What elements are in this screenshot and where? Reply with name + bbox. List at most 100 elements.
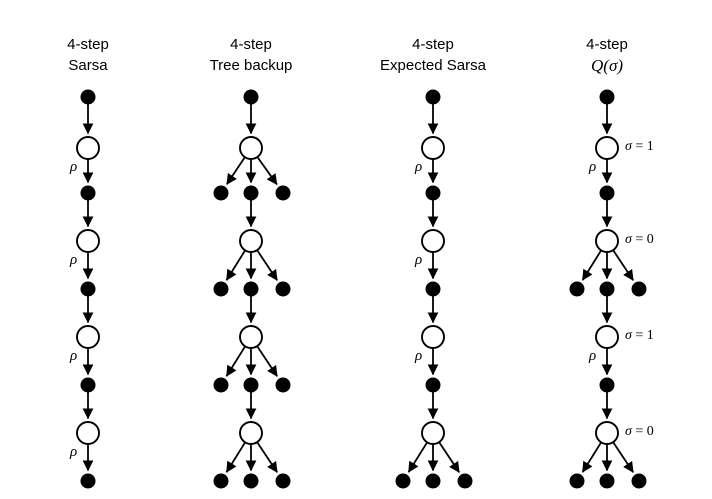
- sigma-value: = 1: [631, 328, 654, 343]
- state-node-sarsa-4: [80, 281, 96, 297]
- column-title-line1: 4-step: [412, 36, 454, 53]
- edge-branch-tree-backup-7-0: [225, 441, 246, 473]
- nodes-layer: [76, 89, 647, 489]
- state-node-tree-backup-branch-1-0: [213, 185, 229, 201]
- column-title-line2: Expected Sarsa: [380, 57, 486, 74]
- action-node-sarsa-1: [76, 136, 100, 160]
- rho-label-q-sigma-5: ρ: [589, 348, 597, 364]
- state-node-sarsa-6: [80, 377, 96, 393]
- state-node-tree-backup-branch-5-2: [275, 377, 291, 393]
- edge-branch-expected-sarsa-7-0: [407, 441, 428, 473]
- sigma-symbol: σ: [625, 139, 632, 154]
- state-node-tree-backup-2: [243, 185, 259, 201]
- state-node-tree-backup-branch-3-0: [213, 281, 229, 297]
- state-node-q-sigma-branch-3-2: [631, 281, 647, 297]
- rho-label-sarsa-3: ρ: [70, 252, 78, 268]
- state-node-tree-backup-branch-5-0: [213, 377, 229, 393]
- state-node-sarsa-0: [80, 89, 96, 105]
- state-node-expected-sarsa-2: [425, 185, 441, 201]
- state-node-q-sigma-branch-3-0: [569, 281, 585, 297]
- state-node-expected-sarsa-0: [425, 89, 441, 105]
- sigma-label-q-sigma-7: σ = 0: [625, 424, 654, 440]
- sigma-symbol: σ: [625, 424, 632, 439]
- action-node-sarsa-7: [76, 421, 100, 445]
- edge-branch-q-sigma-7-0: [581, 441, 602, 473]
- state-node-expected-sarsa-branch-7-0: [395, 473, 411, 489]
- edge-branch-q-sigma-7-2: [612, 441, 634, 473]
- action-node-tree-backup-5: [239, 325, 263, 349]
- state-node-tree-backup-branch-3-2: [275, 281, 291, 297]
- edge-branch-tree-backup-5-0: [225, 345, 246, 377]
- edges-layer: [82, 104, 634, 473]
- sigma-value: = 1: [631, 139, 654, 154]
- column-title-line1: 4-step: [230, 36, 272, 53]
- action-node-expected-sarsa-1: [421, 136, 445, 160]
- rho-label-expected-sarsa-5: ρ: [415, 348, 423, 364]
- rho-label-sarsa-1: ρ: [70, 159, 78, 175]
- edge-branch-expected-sarsa-7-2: [438, 441, 460, 473]
- rho-label-sarsa-5: ρ: [70, 348, 78, 364]
- rho-label-expected-sarsa-1: ρ: [415, 159, 423, 175]
- action-node-tree-backup-1: [239, 136, 263, 160]
- state-node-tree-backup-6: [243, 377, 259, 393]
- rho-label-q-sigma-1: ρ: [589, 159, 597, 175]
- sigma-label-q-sigma-5: σ = 1: [625, 328, 654, 344]
- state-node-tree-backup-branch-1-2: [275, 185, 291, 201]
- rho-label-sarsa-7: ρ: [70, 444, 78, 460]
- state-node-sarsa-2: [80, 185, 96, 201]
- state-node-tree-backup-0: [243, 89, 259, 105]
- column-title-line2: Q(σ): [591, 56, 623, 75]
- state-node-q-sigma-2: [599, 185, 615, 201]
- action-node-expected-sarsa-3: [421, 229, 445, 253]
- action-node-tree-backup-3: [239, 229, 263, 253]
- state-node-q-sigma-branch-7-0: [569, 473, 585, 489]
- state-node-q-sigma-0: [599, 89, 615, 105]
- edge-branch-tree-backup-3-2: [256, 249, 278, 281]
- state-node-expected-sarsa-8: [425, 473, 441, 489]
- action-node-tree-backup-7: [239, 421, 263, 445]
- sigma-symbol: σ: [625, 232, 632, 247]
- sigma-value: = 0: [631, 424, 654, 439]
- column-title-line2: Sarsa: [68, 57, 108, 74]
- column-title-line2: Tree backup: [209, 57, 293, 74]
- edge-branch-q-sigma-3-0: [581, 249, 602, 281]
- action-node-q-sigma-5: [595, 325, 619, 349]
- action-node-sarsa-3: [76, 229, 100, 253]
- edge-branch-tree-backup-5-2: [256, 345, 278, 377]
- column-title-line1: 4-step: [586, 36, 628, 53]
- edge-branch-tree-backup-1-2: [256, 156, 278, 186]
- state-node-sarsa-8: [80, 473, 96, 489]
- sigma-label-q-sigma-3: σ = 0: [625, 232, 654, 248]
- action-node-expected-sarsa-5: [421, 325, 445, 349]
- sigma-symbol: σ: [625, 328, 632, 343]
- state-node-q-sigma-6: [599, 377, 615, 393]
- state-node-expected-sarsa-6: [425, 377, 441, 393]
- state-node-q-sigma-branch-7-2: [631, 473, 647, 489]
- edge-branch-tree-backup-7-2: [256, 441, 278, 473]
- state-node-tree-backup-4: [243, 281, 259, 297]
- state-node-tree-backup-8: [243, 473, 259, 489]
- action-node-sarsa-5: [76, 325, 100, 349]
- state-node-q-sigma-8: [599, 473, 615, 489]
- action-node-q-sigma-7: [595, 421, 619, 445]
- action-node-q-sigma-1: [595, 136, 619, 160]
- edge-branch-tree-backup-3-0: [225, 249, 246, 281]
- edge-branch-tree-backup-1-0: [226, 156, 246, 185]
- state-node-tree-backup-branch-7-2: [275, 473, 291, 489]
- action-node-q-sigma-3: [595, 229, 619, 253]
- action-node-expected-sarsa-7: [421, 421, 445, 445]
- state-node-expected-sarsa-4: [425, 281, 441, 297]
- sigma-label-q-sigma-1: σ = 1: [625, 139, 654, 155]
- state-node-expected-sarsa-branch-7-2: [457, 473, 473, 489]
- state-node-tree-backup-branch-7-0: [213, 473, 229, 489]
- edge-branch-q-sigma-3-2: [612, 249, 634, 281]
- state-node-q-sigma-4: [599, 281, 615, 297]
- sigma-value: = 0: [631, 232, 654, 247]
- rho-label-expected-sarsa-3: ρ: [415, 252, 423, 268]
